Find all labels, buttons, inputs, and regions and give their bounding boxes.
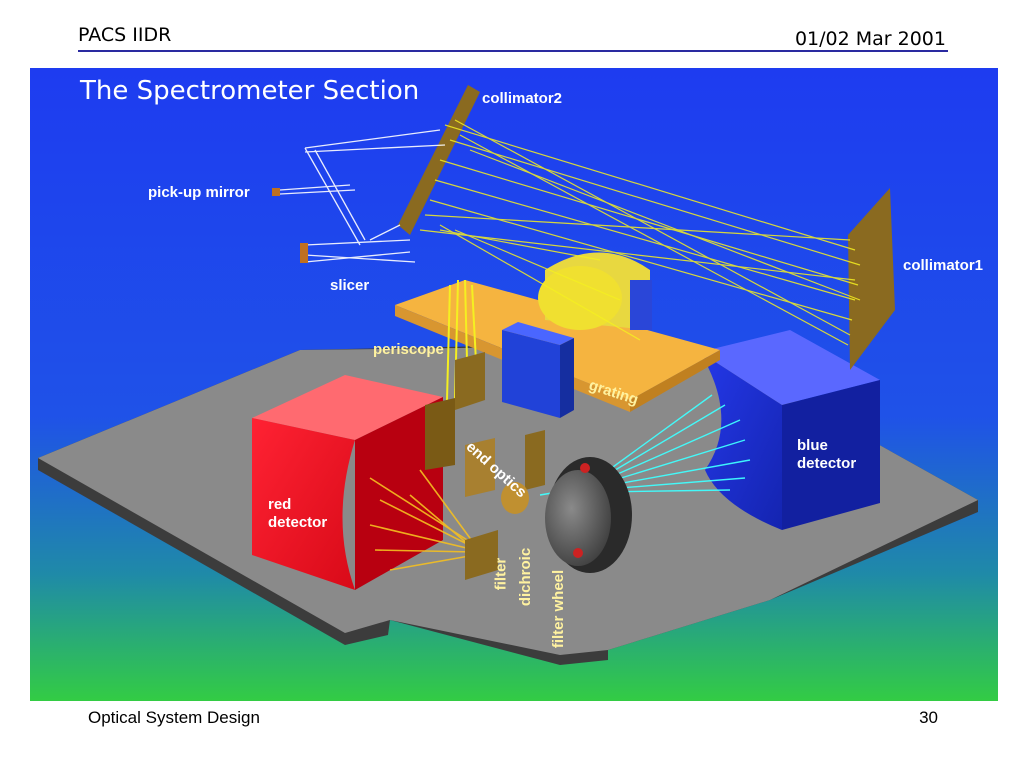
periscope-mirror	[455, 352, 485, 410]
red-detector-beams	[369, 469, 476, 571]
end-optics-parts	[425, 398, 545, 514]
collimator1-mirror	[848, 188, 895, 370]
header-rule	[78, 50, 948, 52]
footer-left: Optical System Design	[88, 708, 260, 727]
grating-element	[538, 252, 652, 330]
label-slicer: slicer	[330, 277, 370, 294]
label-collimator2: collimator2	[482, 90, 563, 107]
header-title: PACS IIDR	[78, 24, 172, 46]
slicer-part	[300, 243, 308, 263]
label-periscope: periscope	[373, 341, 444, 358]
label-blue-detector-line2: detector	[797, 455, 857, 472]
label-red-detector-line2: detector	[268, 514, 328, 531]
label-red-detector-line1: red	[268, 496, 292, 513]
pickup-mirror-part	[272, 188, 280, 196]
filter-wheel-part	[545, 457, 632, 573]
page-number: 30	[919, 708, 938, 727]
label-filter: filter	[492, 557, 510, 591]
label-filter-wheel: filter wheel	[550, 569, 568, 649]
label-pickup-mirror: pick-up mirror	[148, 184, 250, 201]
label-collimator1: collimator1	[903, 257, 984, 274]
slide-title: The Spectrometer Section	[80, 76, 420, 106]
label-blue-detector-line1: blue	[797, 437, 828, 454]
red-detector-box	[252, 375, 443, 590]
grating-block	[502, 322, 574, 418]
spectrometer-diagram	[30, 68, 998, 701]
label-dichroic: dichroic	[517, 547, 535, 607]
white-beam-bundle	[279, 129, 446, 263]
header-date: 01/02 Mar 2001	[794, 28, 946, 50]
yellow-beam-bundle	[419, 119, 861, 346]
red-end-mirror	[465, 530, 498, 580]
